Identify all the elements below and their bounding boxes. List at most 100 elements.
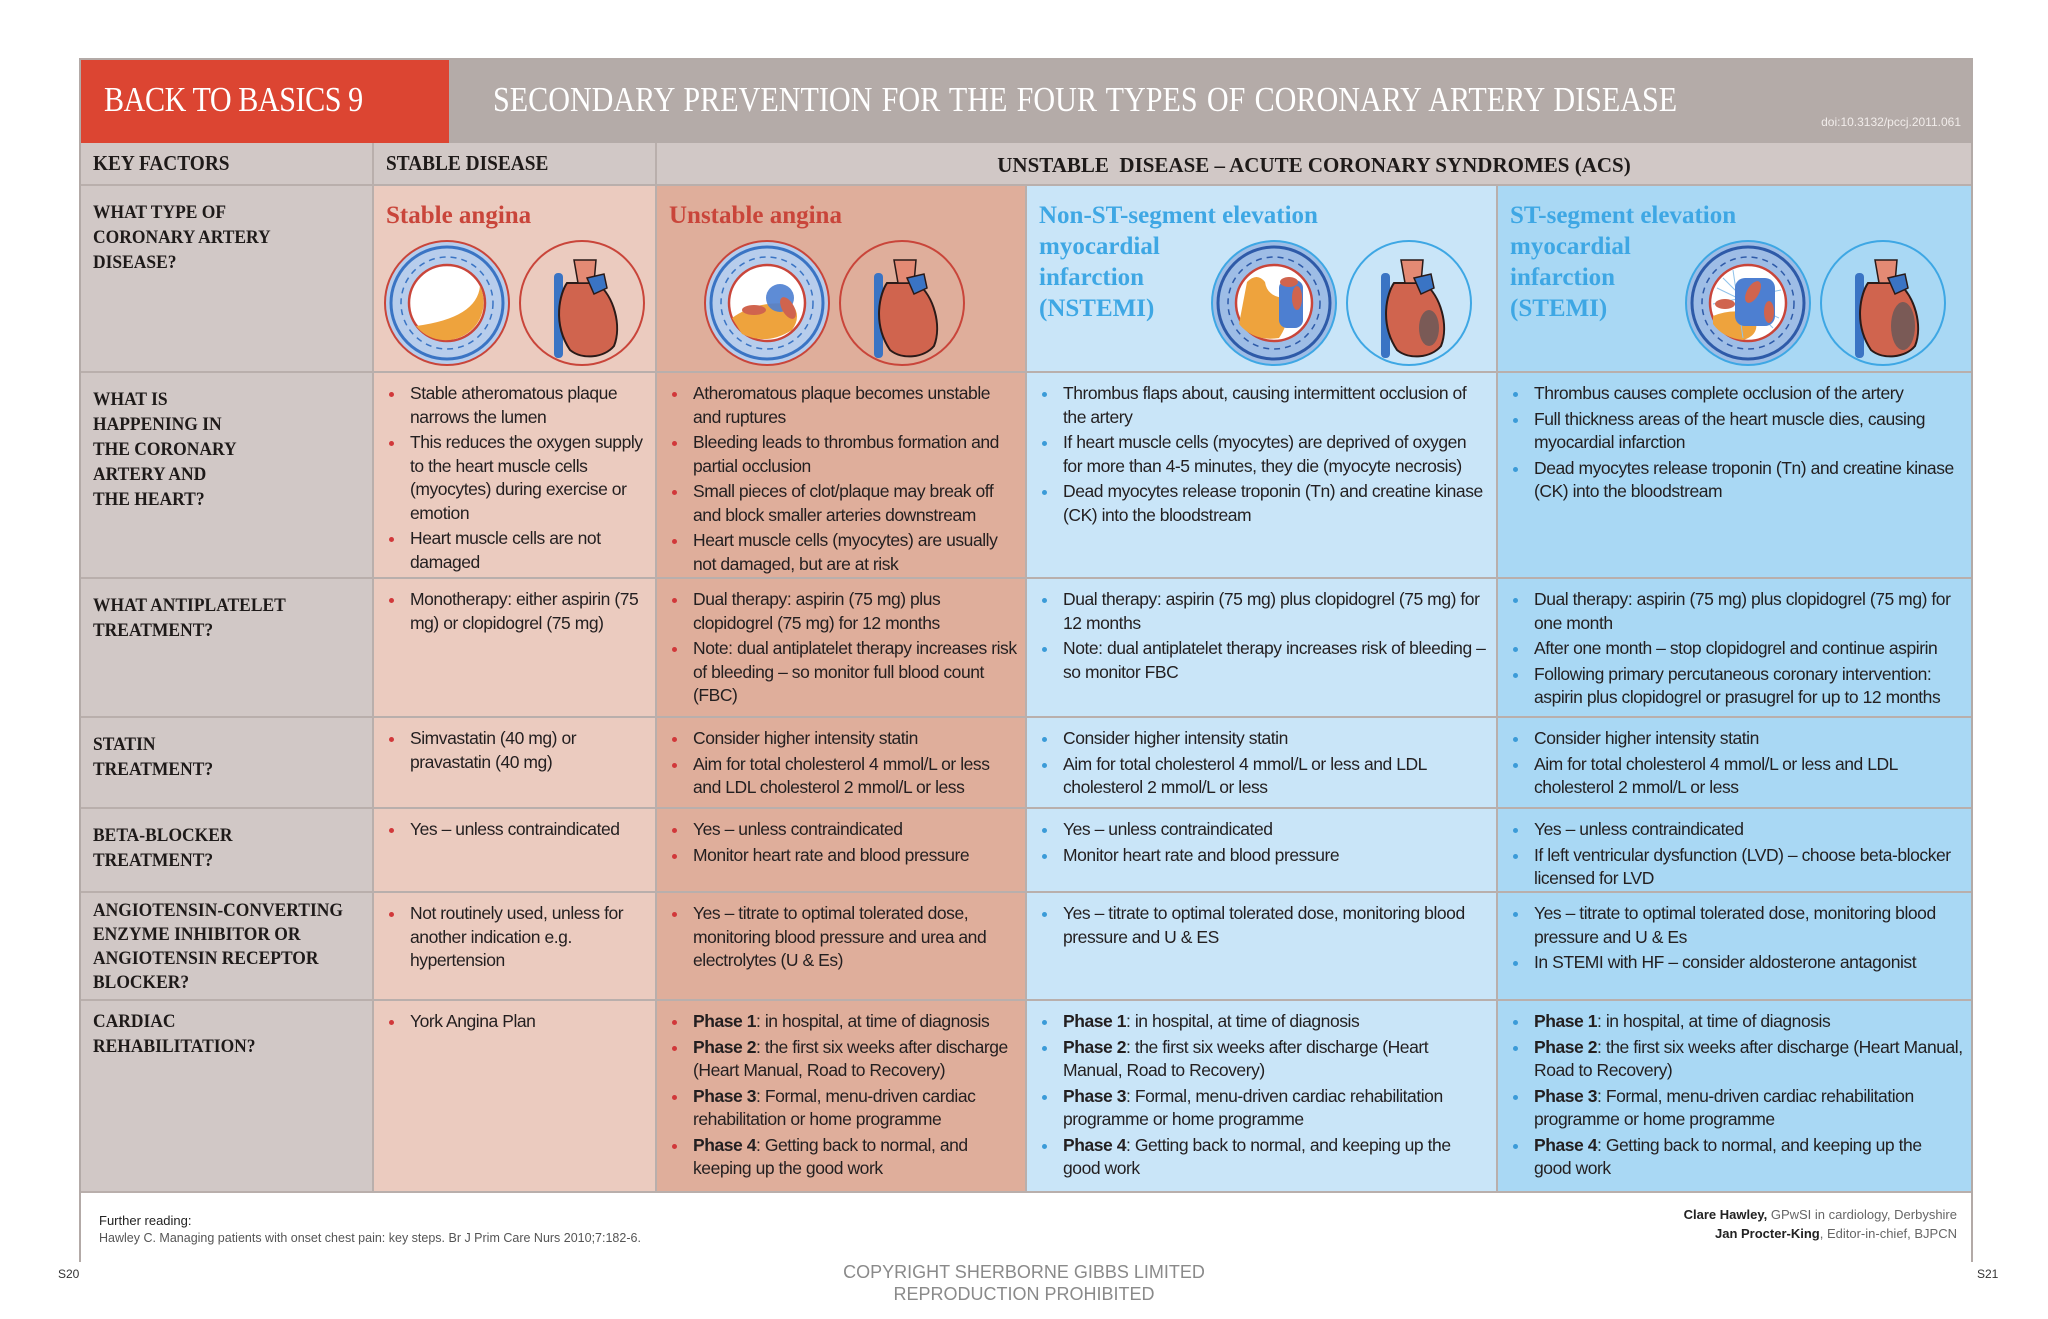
list-item: Simvastatin (40 mg) or pravastatin (40 m… <box>386 727 647 774</box>
list-item: Yes – titrate to optimal tolerated dose,… <box>669 902 1017 973</box>
cell-nstemi: Phase 1: in hospital, at time of diagnos… <box>1027 1001 1498 1191</box>
list-item: Yes – unless contraindicated <box>386 818 647 842</box>
type-nstemi: Non-ST-segment elevation myocardial infa… <box>1027 186 1498 371</box>
cell-stable: Not routinely used, unless for another i… <box>374 893 657 999</box>
list-item: Phase 3: Formal, menu-driven cardiac reh… <box>1510 1085 1963 1132</box>
list-item: Not routinely used, unless for another i… <box>386 902 647 973</box>
list-item: Phase 2: the first six weeks after disch… <box>1510 1036 1963 1083</box>
list-item: Dead myocytes release troponin (Tn) and … <box>1039 480 1488 527</box>
header-unstable-disease: UNSTABLE DISEASE – ACUTE CORONARY SYNDRO… <box>657 143 1971 184</box>
list-item: Phase 2: the first six weeks after disch… <box>1039 1036 1488 1083</box>
list-item: Dual therapy: aspirin (75 mg) plus clopi… <box>1039 588 1488 635</box>
reference-citation: Hawley C. Managing patients with onset c… <box>99 1231 641 1245</box>
title-banner: BACK TO BASICS 9 SECONDARY PREVENTION FO… <box>81 60 1971 143</box>
list-item: Yes – titrate to optimal tolerated dose,… <box>1510 902 1963 949</box>
list-item: Thrombus causes complete occlusion of th… <box>1510 382 1963 406</box>
bullet-list: Not routinely used, unless for another i… <box>386 902 647 975</box>
heart-icon <box>519 240 645 366</box>
list-item: Monotherapy: either aspirin (75 mg) or c… <box>386 588 647 635</box>
list-item: Monitor heart rate and blood pressure <box>1039 844 1488 868</box>
series-badge: BACK TO BASICS 9 <box>81 60 449 143</box>
cell-nstemi: Dual therapy: aspirin (75 mg) plus clopi… <box>1027 579 1498 716</box>
row-label: WHAT IS HAPPENING IN THE CORONARY ARTERY… <box>81 373 374 577</box>
list-item: This reduces the oxygen supply to the he… <box>386 431 647 525</box>
list-item: Dual therapy: aspirin (75 mg) plus clopi… <box>1510 588 1963 635</box>
page-title: SECONDARY PREVENTION FOR THE FOUR TYPES … <box>493 80 1678 119</box>
table-row-statin: STATIN TREATMENT? Simvastatin (40 mg) or… <box>81 718 1971 809</box>
cell-unstable: Atheromatous plaque becomes unstable and… <box>657 373 1027 577</box>
artery-stemi-icon <box>1685 240 1946 366</box>
list-item: Heart muscle cells are not damaged <box>386 527 647 574</box>
cell-stable: York Angina Plan <box>374 1001 657 1191</box>
cell-stemi: Phase 1: in hospital, at time of diagnos… <box>1498 1001 1971 1191</box>
bullet-list: Yes – titrate to optimal tolerated dose,… <box>669 902 1017 975</box>
table-row-type: WHAT TYPE OF CORONARY ARTERY DISEASE? St… <box>81 186 1971 373</box>
cell-stable: Stable atheromatous plaque narrows the l… <box>374 373 657 577</box>
bullet-list: Simvastatin (40 mg) or pravastatin (40 m… <box>386 727 647 776</box>
list-item: In STEMI with HF – consider aldosterone … <box>1510 951 1963 975</box>
list-item: Phase 1: in hospital, at time of diagnos… <box>669 1010 1017 1034</box>
copyright-notice: COPYRIGHT SHERBORNE GIBBS LIMITED REPROD… <box>843 1262 1205 1304</box>
page-number-right: S21 <box>1977 1267 1999 1281</box>
bullet-list: Dual therapy: aspirin (75 mg) plus clopi… <box>1039 588 1488 686</box>
list-item: Phase 4: Getting back to normal, and kee… <box>669 1134 1017 1181</box>
author-2: Jan Procter-King, Editor-in-chief, BJPCN <box>1714 1226 1957 1241</box>
list-item: Small pieces of clot/plaque may break of… <box>669 480 1017 527</box>
header-key-factors: KEY FACTORS <box>81 143 374 184</box>
cell-nstemi: Thrombus flaps about, causing intermitte… <box>1027 373 1498 577</box>
bullet-list: Phase 1: in hospital, at time of diagnos… <box>1510 1010 1963 1183</box>
list-item: Aim for total cholesterol 4 mmol/L or le… <box>669 753 1017 800</box>
page-number-left: S20 <box>58 1267 80 1281</box>
cell-unstable: Yes – titrate to optimal tolerated dose,… <box>657 893 1027 999</box>
list-item: Aim for total cholesterol 4 mmol/L or le… <box>1510 753 1963 800</box>
type-title: Unstable angina <box>669 202 842 229</box>
list-item: Stable atheromatous plaque narrows the l… <box>386 382 647 429</box>
header-stable-disease: STABLE DISEASE <box>374 143 657 184</box>
cell-nstemi: Yes – titrate to optimal tolerated dose,… <box>1027 893 1498 999</box>
list-item: Atheromatous plaque becomes unstable and… <box>669 382 1017 429</box>
list-item: Note: dual antiplatelet therapy increase… <box>1039 637 1488 684</box>
author-credits: Clare Hawley, GPwSI in cardiology, Derby… <box>1684 1205 1957 1243</box>
row-label: ANGIOTENSIN-CONVERTING ENZYME INHIBITOR … <box>81 893 374 999</box>
bullet-list: Yes – titrate to optimal tolerated dose,… <box>1039 902 1488 951</box>
bullet-list: Monotherapy: either aspirin (75 mg) or c… <box>386 588 647 637</box>
row-label: CARDIAC REHABILITATION? <box>81 1001 374 1191</box>
type-stemi: ST-segment elevation myocardial infarcti… <box>1498 186 1971 371</box>
list-item: Aim for total cholesterol 4 mmol/L or le… <box>1039 753 1488 800</box>
list-item: Dead myocytes release troponin (Tn) and … <box>1510 457 1963 504</box>
bullet-list: Yes – titrate to optimal tolerated dose,… <box>1510 902 1963 977</box>
table-row-rehab: CARDIAC REHABILITATION? York Angina Plan… <box>81 1001 1971 1193</box>
bullet-list: Thrombus flaps about, causing intermitte… <box>1039 382 1488 529</box>
cell-stable: Simvastatin (40 mg) or pravastatin (40 m… <box>374 718 657 807</box>
bullet-list: Dual therapy: aspirin (75 mg) plus clopi… <box>1510 588 1963 712</box>
list-item: Phase 3: Formal, menu-driven cardiac reh… <box>669 1085 1017 1132</box>
type-unstable-angina: Unstable angina <box>657 186 1027 371</box>
list-item: Thrombus flaps about, causing intermitte… <box>1039 382 1488 429</box>
cell-stable: Monotherapy: either aspirin (75 mg) or c… <box>374 579 657 716</box>
series-title: BACK TO BASICS 9 <box>104 80 363 119</box>
list-item: Yes – unless contraindicated <box>1039 818 1488 842</box>
list-item: Phase 4: Getting back to normal, and kee… <box>1510 1134 1963 1181</box>
row-label: BETA-BLOCKER TREATMENT? <box>81 809 374 891</box>
heart-icon <box>1346 240 1472 366</box>
table-row-beta-blocker: BETA-BLOCKER TREATMENT? Yes – unless con… <box>81 809 1971 893</box>
row-label: STATIN TREATMENT? <box>81 718 374 807</box>
table-header-row: KEY FACTORS STABLE DISEASE UNSTABLE DISE… <box>81 143 1971 186</box>
cell-stable: Yes – unless contraindicated <box>374 809 657 891</box>
list-item: Phase 3: Formal, menu-driven cardiac reh… <box>1039 1085 1488 1132</box>
list-item: Phase 1: in hospital, at time of diagnos… <box>1039 1010 1488 1034</box>
list-item: Yes – unless contraindicated <box>1510 818 1963 842</box>
list-item: Consider higher intensity statin <box>1039 727 1488 751</box>
list-item: If left ventricular dysfunction (LVD) – … <box>1510 844 1963 891</box>
poster: BACK TO BASICS 9 SECONDARY PREVENTION FO… <box>79 58 1973 1262</box>
type-title: ST-segment elevation myocardial infarcti… <box>1510 202 1737 322</box>
bullet-list: Atheromatous plaque becomes unstable and… <box>669 382 1017 578</box>
list-item: Note: dual antiplatelet therapy increase… <box>669 637 1017 708</box>
